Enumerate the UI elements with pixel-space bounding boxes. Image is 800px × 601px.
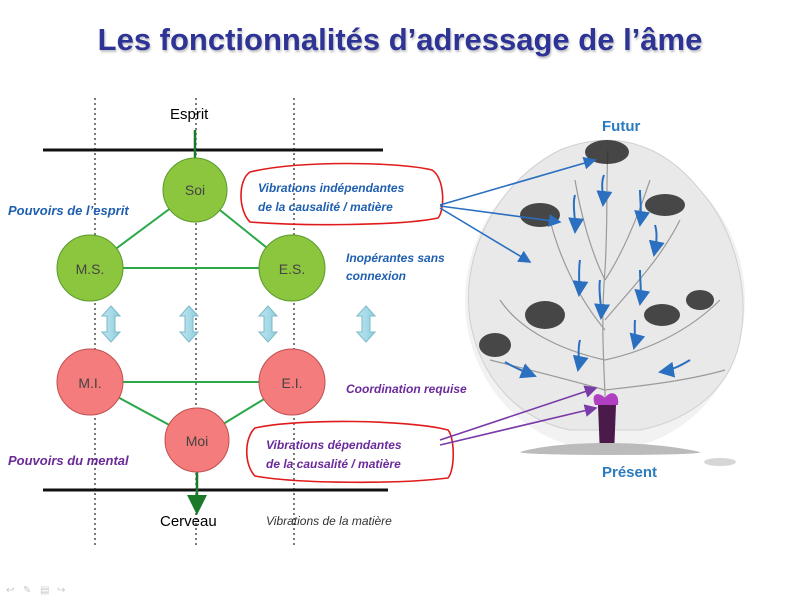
callout-top-line1: Vibrations indépendantes (258, 181, 405, 195)
tree-crown-outline (468, 139, 744, 431)
node-es (258, 234, 326, 302)
blue-arrows (439, 156, 597, 263)
presentation-toolbar: ↩ ✎ ▤ ↪ (6, 585, 68, 596)
node-ms (56, 234, 124, 302)
back-arrow-icon[interactable]: ↩ (6, 585, 15, 596)
node-ei (258, 348, 326, 416)
note-inoperantes-line2: connexion (346, 269, 407, 283)
node-label-ei: E.I. (281, 375, 303, 391)
callout-bottom-outline (245, 420, 455, 484)
note-vibrations-matiere: Vibrations de la matière (266, 514, 392, 528)
double-arrow-4 (355, 305, 377, 343)
tree-roots-glow (593, 393, 619, 405)
callout-bottom-line2: de la causalité / matière (266, 457, 401, 471)
double-arrow-2 (178, 305, 200, 343)
tree-label-futur: Futur (602, 118, 641, 135)
label-pouvoirs-mental: Pouvoirs du mental (8, 453, 129, 468)
axis-label-esprit: Esprit (170, 106, 209, 123)
note-inoperantes-line1: Inopérantes sans (346, 251, 445, 265)
purple-arrows (439, 385, 598, 446)
tree-trunk (598, 405, 616, 455)
tree-label-present: Présent (602, 464, 658, 481)
tree-ground (520, 443, 701, 455)
callout-bottom-line1: Vibrations dépendantes (266, 438, 402, 452)
node-label-mi: M.I. (78, 375, 102, 391)
note-coordination: Coordination requise (346, 382, 467, 396)
node-moi (164, 407, 230, 473)
double-arrows (100, 305, 377, 343)
slide-title: Les fonctionnalités d’adressage de l’âme (97, 22, 703, 57)
forward-arrow-icon[interactable]: ↪ (57, 585, 66, 596)
callout-top-outline (240, 162, 444, 226)
node-label-moi: Moi (185, 433, 209, 449)
node-soi (162, 157, 228, 223)
tree-blue-arrows (504, 174, 691, 379)
double-arrow-3 (257, 305, 279, 343)
node-label-soi: Soi (184, 182, 206, 198)
node-label-es: E.S. (278, 261, 306, 277)
node-mi (56, 348, 124, 416)
pen-icon[interactable]: ✎ (23, 585, 32, 596)
axis-label-cerveau: Cerveau (160, 513, 217, 530)
callout-top-line2: de la causalité / matière (258, 200, 393, 214)
label-pouvoirs-esprit: Pouvoirs de l’esprit (8, 203, 129, 218)
node-label-ms: M.S. (75, 261, 105, 277)
menu-icon[interactable]: ▤ (40, 585, 50, 596)
double-arrow-1 (100, 305, 122, 343)
